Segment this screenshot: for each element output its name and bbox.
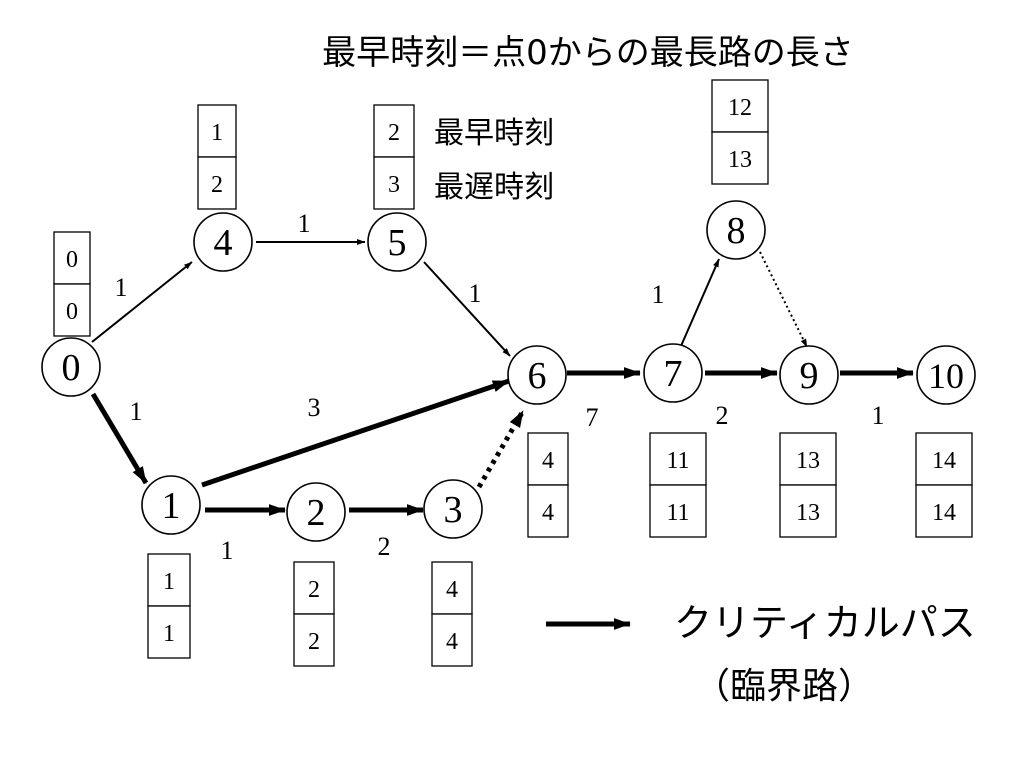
node-6-label: 6 (528, 355, 547, 397)
latest-6: 4 (542, 500, 554, 526)
earliest-2: 2 (308, 577, 320, 603)
latest-10: 14 (932, 500, 956, 526)
edge-7-8 (680, 258, 720, 347)
node-3-label: 3 (444, 489, 463, 531)
edge-weights: 1 1 1 1 3 1 2 7 1 2 1 (115, 209, 885, 565)
diagram-title: 最早時刻＝点0からの最長路の長さ (322, 33, 854, 73)
time-box-0: 0 0 (53, 231, 91, 337)
earliest-8: 12 (728, 95, 752, 121)
weight-1-2: 1 (221, 536, 234, 565)
node-2-label: 2 (307, 492, 326, 534)
nodes: 0 1 2 3 4 5 6 7 (41, 200, 976, 542)
node-4: 4 (193, 212, 253, 272)
node-10: 10 (916, 345, 976, 405)
critical-path-label: クリティカルパス (674, 601, 976, 645)
latest-7: 11 (666, 500, 689, 526)
latest-9: 13 (796, 500, 820, 526)
legend-latest-label: 最遅時刻 (434, 170, 554, 205)
legend-critical-path: クリティカルパス （臨界路） (546, 601, 976, 707)
time-box-7: 11 11 (649, 432, 707, 538)
edge-3-6-dummy (476, 409, 526, 489)
time-box-8: 12 13 (711, 79, 769, 185)
node-8-label: 8 (727, 210, 746, 252)
node-0: 0 (41, 337, 101, 397)
edges (90, 239, 914, 516)
edge-0-4 (91, 261, 193, 343)
weight-7-9: 2 (716, 401, 729, 430)
weight-9-10: 1 (872, 401, 885, 430)
legend-earliest-label: 最早時刻 (434, 116, 554, 151)
weight-6-7: 7 (586, 403, 599, 432)
time-box-1: 1 1 (147, 553, 191, 659)
node-7-label: 7 (664, 353, 683, 395)
node-9: 9 (779, 345, 839, 405)
time-box-10: 14 14 (915, 432, 973, 538)
latest-0: 0 (66, 299, 78, 325)
node-0-label: 0 (62, 347, 81, 389)
edge-1-6 (201, 378, 510, 488)
legend-box: 2 3 最早時刻 最遅時刻 (373, 104, 554, 210)
earliest-1: 1 (163, 569, 175, 595)
latest-4: 2 (211, 172, 223, 198)
node-6: 6 (507, 345, 567, 405)
latest-1: 1 (163, 621, 175, 647)
time-box-4: 1 2 (197, 104, 237, 210)
time-box-6: 4 4 (527, 432, 569, 538)
node-1: 1 (141, 475, 201, 535)
critical-path-sublabel: （臨界路） (694, 666, 874, 707)
earliest-10: 14 (932, 448, 956, 474)
node-5: 5 (367, 212, 427, 272)
earliest-9: 13 (796, 448, 820, 474)
weight-1-6: 3 (308, 393, 321, 422)
earliest-3: 4 (446, 577, 458, 603)
weight-4-5: 1 (298, 209, 311, 238)
node-3: 3 (423, 479, 483, 539)
weight-7-8: 1 (652, 280, 665, 309)
weight-0-1: 1 (130, 397, 143, 426)
legend-earliest-sample: 2 (388, 120, 400, 146)
time-box-3: 4 4 (431, 561, 473, 667)
edge-8-9-dummy (759, 251, 808, 348)
node-2: 2 (286, 482, 346, 542)
node-7: 7 (643, 343, 703, 403)
latest-3: 4 (446, 629, 458, 655)
earliest-6: 4 (542, 448, 554, 474)
node-1-label: 1 (162, 485, 181, 527)
weight-0-4: 1 (115, 273, 128, 302)
node-4-label: 4 (214, 222, 233, 264)
node-10-label: 10 (928, 356, 964, 396)
node-8: 8 (706, 200, 766, 260)
latest-2: 2 (308, 629, 320, 655)
weight-2-3: 2 (378, 532, 391, 561)
earliest-7: 11 (666, 448, 689, 474)
latest-8: 13 (728, 147, 752, 173)
edge-5-6 (423, 261, 511, 357)
time-box-9: 13 13 (779, 432, 837, 538)
time-box-2: 2 2 (293, 561, 335, 667)
node-5-label: 5 (388, 222, 407, 264)
node-9-label: 9 (800, 355, 819, 397)
edge-0-1 (90, 392, 149, 485)
earliest-0: 0 (66, 247, 78, 273)
legend-latest-sample: 3 (388, 172, 400, 198)
time-boxes: 0 0 1 2 1 1 2 2 4 4 (53, 79, 973, 667)
weight-5-6: 1 (469, 279, 482, 308)
earliest-4: 1 (211, 120, 223, 146)
